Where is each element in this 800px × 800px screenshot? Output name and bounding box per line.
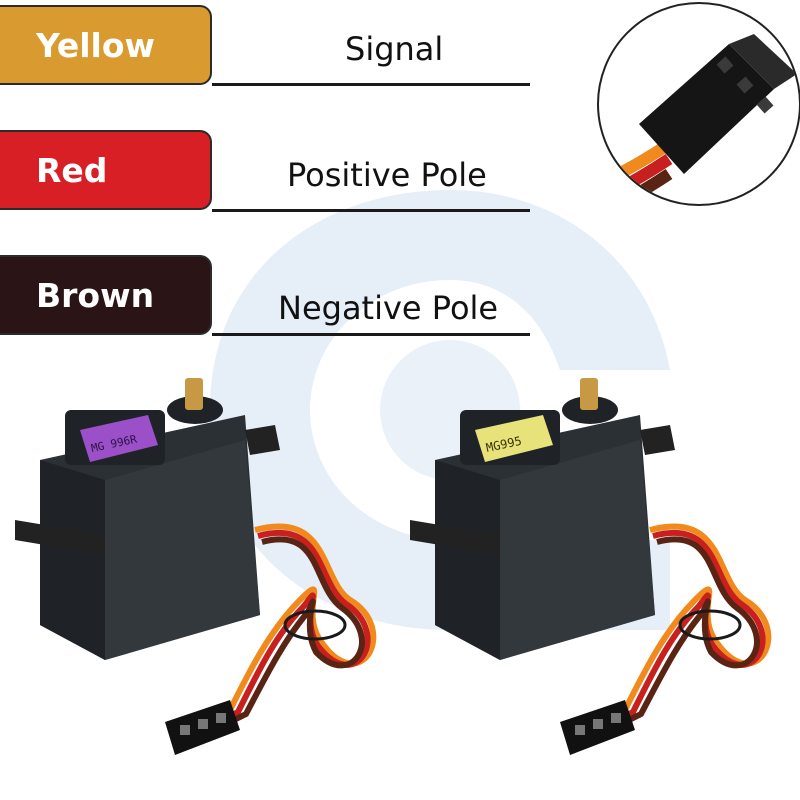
yellow-wire-badge: Yellow xyxy=(0,5,212,85)
yellow-row-underline xyxy=(212,83,530,86)
yellow-wire-label: Yellow xyxy=(36,25,156,65)
brown-row-underline xyxy=(212,333,530,336)
negative-pole-label: Negative Pole xyxy=(278,289,499,327)
red-wire-badge: Red xyxy=(0,130,212,210)
brown-wire-label: Brown xyxy=(36,275,155,315)
connector-closeup-inset xyxy=(597,2,800,206)
servo-mg996r-image: MG 996R xyxy=(15,378,377,755)
signal-label: Signal xyxy=(345,30,444,68)
brown-wire-badge: Brown xyxy=(0,255,212,335)
connector-closeup-image xyxy=(599,34,797,204)
red-wire-label: Red xyxy=(36,150,108,190)
positive-pole-label: Positive Pole xyxy=(287,156,487,194)
red-row-underline xyxy=(212,209,530,212)
servo-mg995-image: MG995 xyxy=(410,378,772,755)
